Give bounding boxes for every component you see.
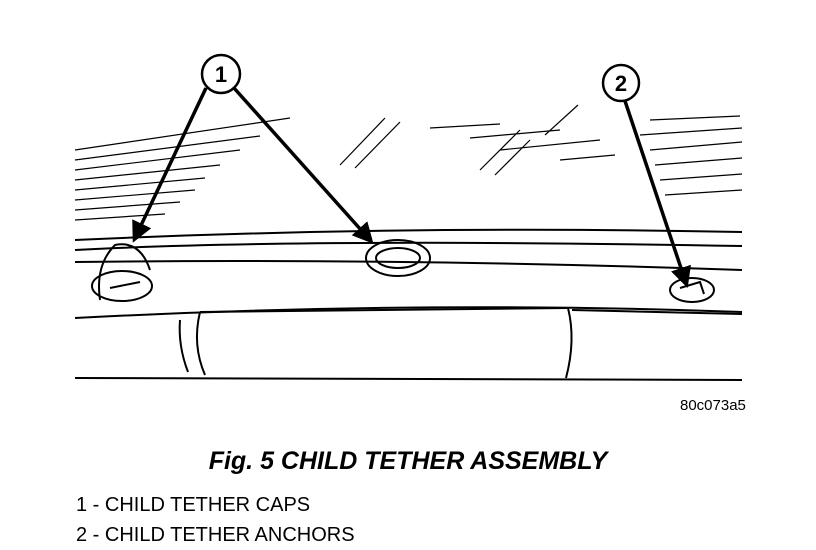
legend: 1 - CHILD TETHER CAPS 2 - CHILD TETHER A… [76,490,355,550]
callout-2: 2 [601,63,641,103]
rear-window-hatching [74,104,743,221]
legend-item-1: 1 - CHILD TETHER CAPS [76,494,311,516]
tether-anchor-right [669,277,715,303]
figure-caption: Fig. 5 CHILD TETHER ASSEMBLY [208,447,608,475]
callout-1-number: 1 [215,62,227,87]
parcel-shelf [74,228,743,381]
figure-code: 80c073a5 [680,397,746,414]
tether-cap-center [365,239,431,277]
callout-1: 1 [200,53,242,95]
legend-item-2: 2 - CHILD TETHER ANCHORS [76,524,355,546]
tether-cap-left [91,243,153,302]
callout-2-number: 2 [615,71,627,96]
callout-2-leader [623,100,691,288]
tether-illustration: 1 2 [74,53,743,381]
callout-1-leaders [132,86,374,244]
